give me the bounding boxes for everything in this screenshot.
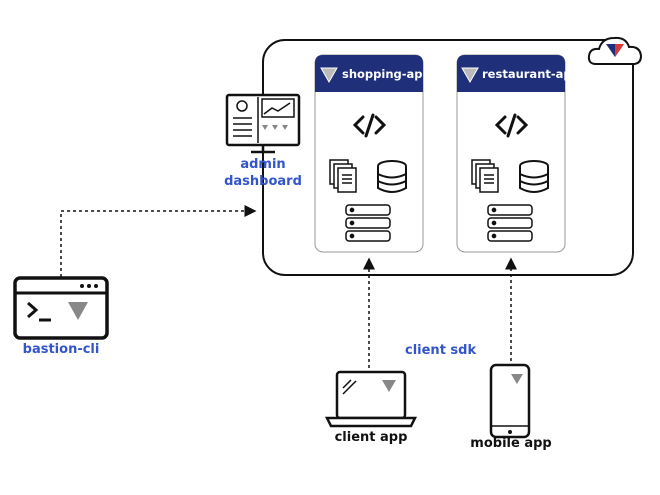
client-sdk-label: client sdk <box>405 343 477 358</box>
admin-label-line1: admin <box>240 157 286 172</box>
documents-icon <box>329 159 357 193</box>
server-icon <box>487 204 533 242</box>
terminal-icon <box>13 276 109 340</box>
laptop-icon <box>324 370 418 428</box>
mobile-app-label: mobile app <box>470 436 552 451</box>
client-app-label: client app <box>334 430 408 445</box>
code-icon <box>494 113 529 138</box>
admin-dashboard-monitor-icon <box>225 93 301 154</box>
server-icon <box>345 204 391 242</box>
mobile-phone-icon <box>489 363 531 439</box>
cli-connector <box>60 205 257 277</box>
database-icon <box>377 160 407 193</box>
code-icon <box>352 113 387 138</box>
admin-label-line2: dashboard <box>224 174 302 189</box>
shopping-app-card <box>314 54 424 253</box>
database-icon <box>519 160 549 193</box>
restaurant-app-card <box>456 54 566 253</box>
bastion-cli-label: bastion-cli <box>22 342 100 357</box>
shopping-app-title: shopping-app <box>342 67 431 81</box>
bastion-cloud-logo-icon <box>587 36 643 65</box>
documents-icon <box>471 159 499 193</box>
restaurant-app-title: restaurant-app <box>482 67 580 81</box>
restaurant-app-logo-icon <box>461 67 479 84</box>
shopping-app-logo-icon <box>320 67 338 84</box>
